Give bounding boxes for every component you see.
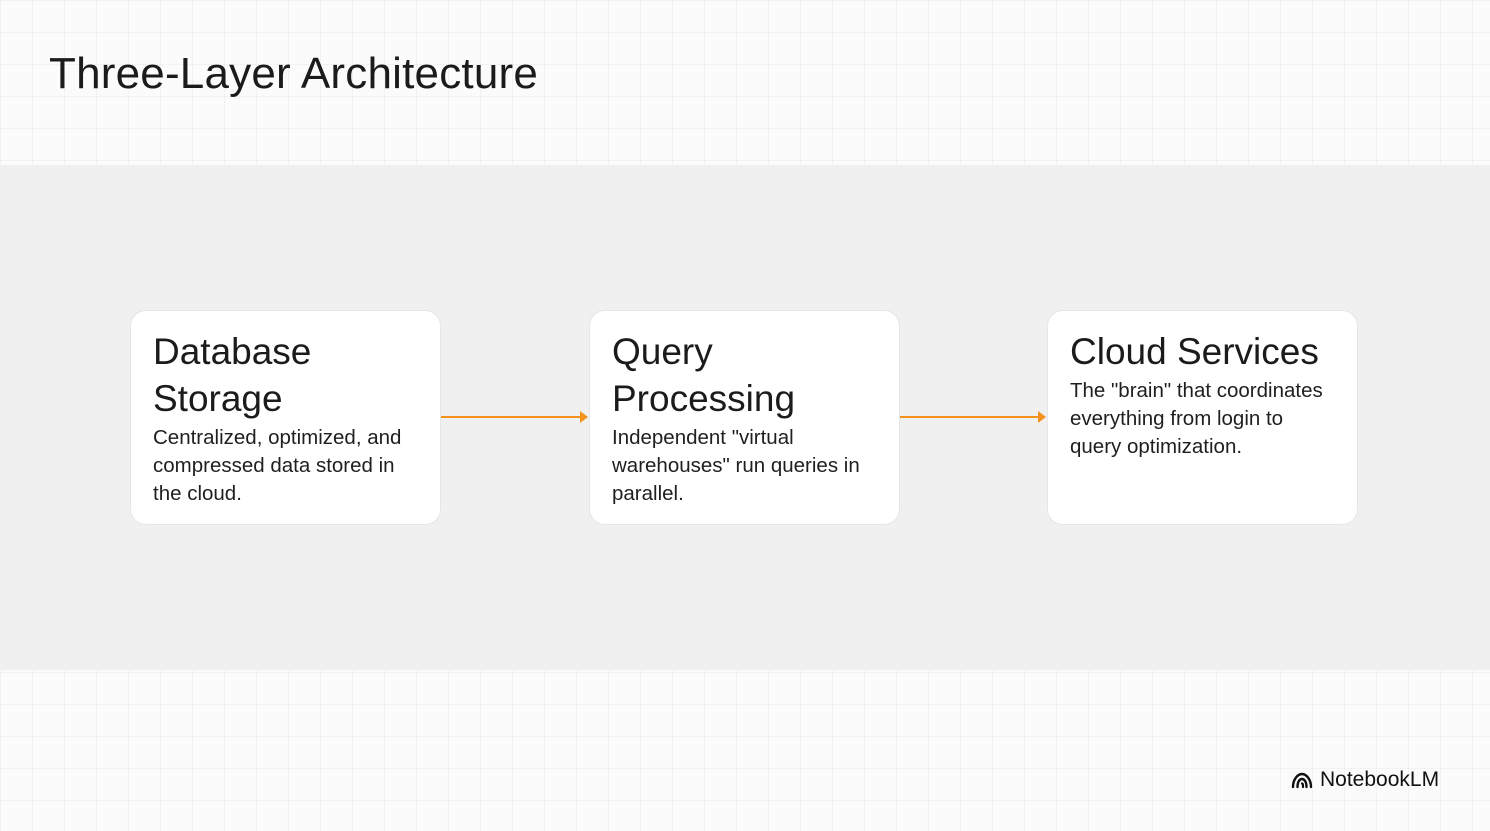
layer-description: Independent "virtual warehouses" run que…: [612, 426, 860, 505]
layer-card-cloud-services: Cloud Services The "brain" that coordina…: [1047, 310, 1358, 525]
notebooklm-logo-icon: [1291, 772, 1313, 789]
slide-title: Three-Layer Architecture: [49, 49, 539, 98]
layer-heading: Query Processing: [612, 331, 796, 419]
brand-watermark: NotebookLM: [1291, 768, 1439, 792]
layer-card-query-processing: Query Processing Independent "virtual wa…: [589, 310, 900, 525]
layer-description: The "brain" that coordinates everything …: [1070, 379, 1323, 458]
brand-name: NotebookLM: [1320, 768, 1440, 791]
layer-heading: Database Storage: [153, 331, 312, 419]
layer-card-database-storage: Database Storage Centralized, optimized,…: [130, 310, 441, 525]
layer-heading: Cloud Services: [1070, 331, 1319, 372]
layer-description: Centralized, optimized, and compressed d…: [153, 426, 402, 505]
